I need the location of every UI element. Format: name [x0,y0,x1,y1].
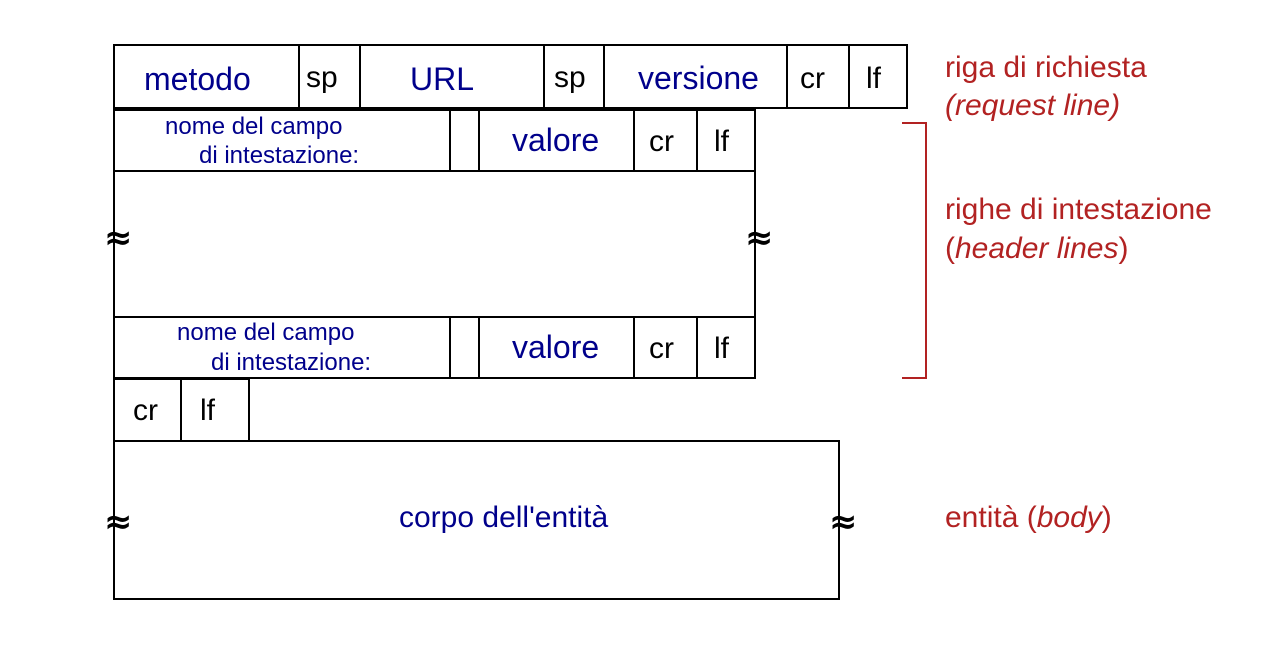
body-term: body [1036,501,1102,534]
version-field: versione [638,60,759,96]
divider [848,44,850,109]
header-lines-subtitle: (header lines) [945,234,1128,264]
header-value-field: valore [512,329,600,365]
request-line-subtitle: (request line) [945,89,1121,122]
header-name-label: nome del campo [177,319,355,346]
break-mark: ≈ [104,218,133,258]
divider [696,109,698,172]
request-line-title: riga di richiesta [945,51,1147,84]
divider [603,44,605,109]
bracket-spine [925,122,927,379]
divider [478,109,480,172]
lf-field: lf [200,394,215,427]
break-mark: ≈ [745,218,774,258]
space-field: sp [306,61,338,94]
body-bottom-edge [113,598,840,600]
divider [786,44,788,109]
header-name-label: nome del campo [165,113,343,140]
divider [298,44,300,109]
request-line-row [113,44,908,109]
divider [478,316,480,379]
right-edge [754,172,756,316]
left-edge [113,440,115,600]
bracket-top [902,122,927,124]
divider [449,109,451,172]
divider [359,44,361,109]
bracket-bottom [902,377,927,379]
body-top-edge [248,440,840,442]
divider [449,316,451,379]
lf-field: lf [714,125,729,158]
body-title-suffix: ) [1101,501,1112,534]
header-lines-term: header lines [955,232,1119,265]
paren-close: ) [1118,232,1129,265]
header-value-field: valore [512,122,600,158]
left-edge [113,172,115,316]
cr-field: cr [133,394,158,427]
body-title: entità (body) [945,503,1112,533]
space-field: sp [554,61,586,94]
body-title-prefix: entità ( [945,501,1037,534]
lf-field: lf [866,62,881,95]
lf-field: lf [714,332,729,365]
break-mark: ≈ [104,502,133,542]
url-field: URL [410,61,475,97]
header-line-row [113,109,756,172]
header-name-label: di intestazione: [199,142,360,169]
divider [633,316,635,379]
divider [696,316,698,379]
cr-field: cr [649,125,674,158]
break-mark: ≈ [829,502,858,542]
body-label: corpo dell'entità [399,501,609,534]
paren-open: ( [945,232,955,265]
header-name-label: di intestazione: [211,349,372,376]
header-lines-title: righe di intestazione [945,193,1212,226]
divider [633,109,635,172]
divider [180,378,182,442]
cr-field: cr [800,62,825,95]
divider [543,44,545,109]
method-field: metodo [144,61,251,97]
header-line-row [113,316,756,379]
cr-field: cr [649,332,674,365]
right-edge [838,440,840,600]
